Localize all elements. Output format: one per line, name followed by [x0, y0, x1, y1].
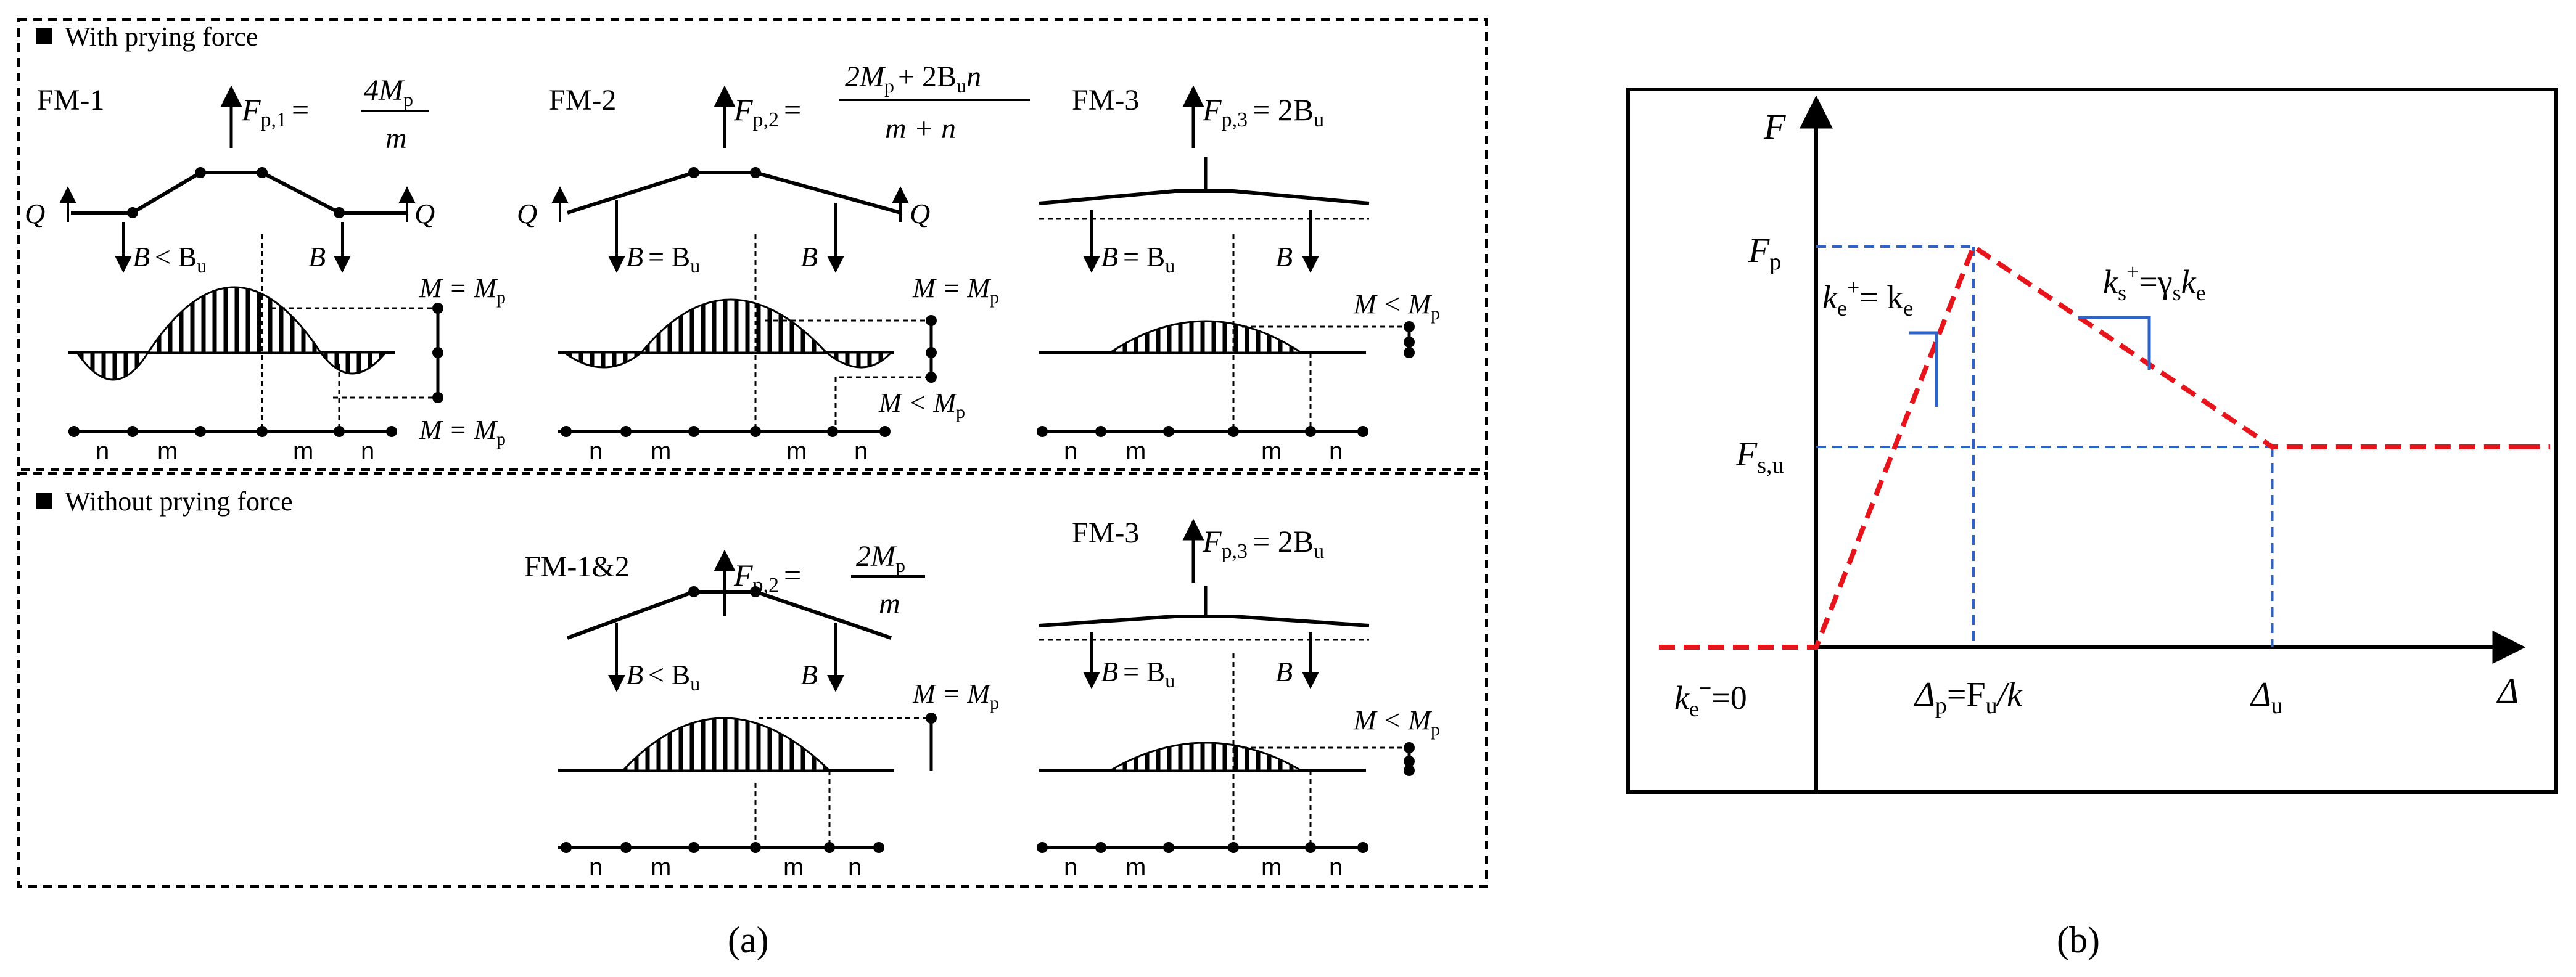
- dim-m: m: [786, 438, 807, 465]
- fm12-denominator: m: [879, 587, 900, 620]
- dim-n: n: [96, 438, 109, 465]
- dim-n: n: [848, 854, 862, 881]
- bullet-square: [36, 28, 52, 44]
- fm1-formula: Fp,1=: [241, 92, 309, 131]
- without-prying-title: Without prying force: [65, 486, 293, 517]
- slope-e-pos: ke+= ke: [1822, 275, 1913, 321]
- bolt-force-eq: B= Bu: [1101, 656, 1175, 692]
- x-tick-dp: Δp=Fu/k: [1914, 676, 2023, 719]
- fm2-numerator: 2Mp+ 2Bun: [845, 60, 981, 97]
- dim-n: n: [1329, 438, 1343, 465]
- with-prying-title: With prying force: [65, 22, 258, 52]
- y-tick-fp: Fp: [1748, 232, 1781, 275]
- load-q-left: Q: [25, 198, 45, 229]
- dim-n: n: [589, 438, 603, 465]
- x-tick-du: Δu: [2250, 676, 2283, 719]
- chart-frame: [1628, 89, 2556, 792]
- dim-n: n: [1064, 438, 1077, 465]
- panel-b-chart: F Δ Fp Fs,u Δp=Fu/k Δu ke+= ke ks+=γske …: [1628, 89, 2556, 792]
- slope-s-pos: ks+=γske: [2103, 260, 2206, 305]
- fm3-formula: Fp,3= 2Bu: [1202, 524, 1324, 563]
- fm3-formula: Fp,3= 2Bu: [1202, 92, 1324, 131]
- bolt-force-lt: B< Bu: [626, 659, 700, 695]
- dim-n: n: [1064, 854, 1077, 881]
- dim-m: m: [783, 854, 804, 881]
- slope-e-neg: ke−=0: [1674, 676, 1747, 721]
- fm1-numerator: 4Mp: [364, 74, 413, 110]
- fm3-label: FM-3: [1072, 517, 1139, 549]
- load-q-left: Q: [517, 198, 537, 229]
- dim-n: n: [854, 438, 868, 465]
- dim-m: m: [651, 438, 671, 465]
- fm1-diagram: FM-1 Fp,1= 4Mp m Q Q B< Bu B M = Mp M = …: [25, 74, 506, 465]
- fm12-diagram: FM-1&2 Fp,2= 2Mp m B< Bu B M = Mp n m m …: [524, 540, 999, 881]
- bolt-force-lt: B< Bu: [133, 241, 207, 277]
- bolt-force-b: B: [1275, 241, 1293, 272]
- fm2-denominator: m + n: [885, 112, 956, 145]
- fm1-denominator: m: [385, 122, 407, 155]
- fm3-diagram-without: FM-3 Fp,3= 2Bu B= Bu B M < Mp n m m n: [1037, 517, 1440, 881]
- dim-m: m: [651, 854, 671, 881]
- bolt-force-b: B: [800, 659, 818, 690]
- dim-m: m: [1261, 854, 1282, 881]
- bolt-force-eq: B= Bu: [626, 241, 700, 277]
- moment-eq-top: M = Mp: [419, 273, 506, 308]
- moment-lt: M < Mp: [1353, 289, 1440, 324]
- dim-n: n: [1329, 854, 1343, 881]
- fm2-formula: Fp,2=: [733, 92, 801, 131]
- dim-m: m: [293, 438, 313, 465]
- bullet-square: [36, 493, 52, 509]
- fm2-diagram: FM-2 Fp,2= 2Mp+ 2Bun m + n Q Q B= Bu B M…: [517, 60, 1030, 465]
- fm1-label: FM-1: [37, 84, 104, 117]
- y-axis-label: F: [1763, 107, 1786, 147]
- dim-m: m: [1125, 854, 1146, 881]
- fm3-label: FM-3: [1072, 84, 1139, 117]
- moment-eq: M = Mp: [912, 273, 999, 308]
- dim-n: n: [589, 854, 603, 881]
- moment-eq: M = Mp: [912, 679, 999, 713]
- dim-m: m: [157, 438, 178, 465]
- load-q-right: Q: [910, 198, 930, 229]
- fm2-label: FM-2: [549, 84, 616, 117]
- caption-a: (a): [728, 920, 769, 960]
- dim-m: m: [1261, 438, 1282, 465]
- load-q-right: Q: [414, 198, 435, 229]
- bolt-force-b: B: [1275, 656, 1293, 687]
- fm3-diagram: FM-3 Fp,3= 2Bu B= Bu B M < Mp n m m n: [1037, 84, 1440, 465]
- caption-b: (b): [2057, 920, 2100, 960]
- dim-m: m: [1125, 438, 1146, 465]
- with-prying-box: [19, 20, 1486, 470]
- fm12-numerator: 2Mp: [856, 540, 905, 576]
- moment-eq-bottom: M = Mp: [419, 415, 506, 449]
- bolt-force-eq: B= Bu: [1101, 241, 1175, 277]
- y-tick-fsu: Fs,u: [1735, 435, 1784, 478]
- bolt-force-b: B: [308, 241, 326, 272]
- dim-n: n: [361, 438, 374, 465]
- fm12-label: FM-1&2: [524, 550, 630, 583]
- moment-lt: M < Mp: [1353, 705, 1440, 740]
- moment-lt: M < Mp: [878, 388, 965, 422]
- bolt-force-b: B: [800, 241, 818, 272]
- x-axis-label: Δ: [2496, 671, 2519, 711]
